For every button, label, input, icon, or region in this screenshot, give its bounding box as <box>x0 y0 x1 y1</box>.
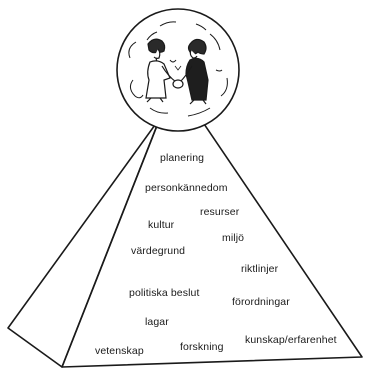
globe-swirl-icon <box>128 21 228 117</box>
person-left-icon <box>145 38 177 103</box>
word-kunskap-erfarenhet: kunskap/erfarenhet <box>245 334 337 346</box>
handshake-icon <box>172 79 184 89</box>
person-right-icon <box>179 38 209 105</box>
word-personkannedom: personkännedom <box>145 182 228 194</box>
word-lagar: lagar <box>145 316 169 328</box>
word-forordningar: förordningar <box>232 296 290 308</box>
word-vardegrund: värdegrund <box>131 245 186 257</box>
pyramid-left-face <box>7 117 161 368</box>
word-forskning: forskning <box>180 341 224 353</box>
globe <box>116 8 240 132</box>
word-vetenskap: vetenskap <box>95 345 144 357</box>
word-riktlinjer: riktlinjer <box>241 263 279 275</box>
pyramid-front-face <box>61 117 363 368</box>
word-politiska-beslut: politiska beslut <box>129 287 200 299</box>
word-kultur: kultur <box>148 219 175 231</box>
word-resurser: resurser <box>200 206 240 218</box>
word-miljo: miljö <box>222 232 245 244</box>
word-planering: planering <box>160 152 205 164</box>
small-heart-icon <box>174 65 182 71</box>
